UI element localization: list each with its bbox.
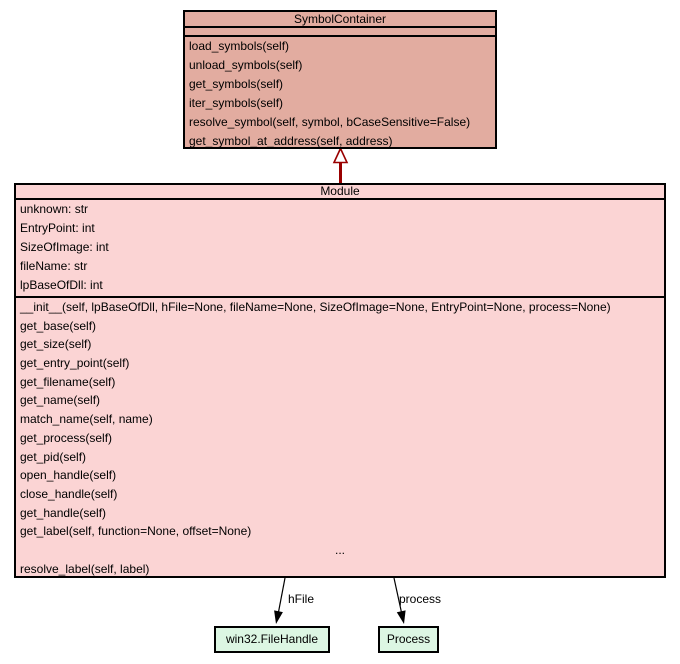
edge-label-hfile: hFile xyxy=(288,592,315,606)
member-line: get_filename(self) xyxy=(20,374,116,389)
member-line: __init__(self, lpBaseOfDll, hFile=None, … xyxy=(20,300,611,314)
member-line: ... xyxy=(334,542,345,557)
member-line: open_handle(self) xyxy=(20,468,117,483)
class-box-win32-filehandle[interactable]: win32.FileHandle xyxy=(214,626,330,653)
class-title-module[interactable]: Module xyxy=(16,185,664,200)
hfile-edge-line xyxy=(277,577,286,613)
member-line: load_symbols(self) xyxy=(189,39,290,53)
member-line: lpBaseOfDll: int xyxy=(20,278,103,292)
member-line: EntryPoint: int xyxy=(20,221,95,235)
member-line: get_process(self) xyxy=(20,430,113,445)
member-line: get_symbol_at_address(self, address) xyxy=(189,134,393,147)
class-title-process[interactable]: Process xyxy=(386,632,431,646)
member-line: SizeOfImage: int xyxy=(20,240,109,254)
class-title-win32-filehandle[interactable]: win32.FileHandle xyxy=(225,632,319,646)
edge-label-process: process xyxy=(399,592,442,606)
member-line: get_base(self) xyxy=(20,318,97,333)
member-line: get_entry_point(self) xyxy=(20,356,130,371)
member-line: get_pid(self) xyxy=(20,449,87,464)
member-line: match_name(self, name) xyxy=(20,412,153,427)
member-line: get_label(self, function=None, offset=No… xyxy=(20,524,252,539)
process-arrowhead-icon xyxy=(396,610,406,624)
member-line: unload_symbols(self) xyxy=(189,58,303,72)
methods-compartment-module: __init__(self, lpBaseOfDll, hFile=None, … xyxy=(16,298,664,576)
member-line: get_size(self) xyxy=(20,337,92,352)
member-line: unknown: str xyxy=(20,202,89,216)
inheritance-arrowhead-icon xyxy=(332,146,349,164)
hfile-arrowhead-icon xyxy=(274,610,283,624)
attributes-compartment-symbolcontainer xyxy=(185,28,495,37)
class-box-process[interactable]: Process xyxy=(378,626,439,653)
methods-compartment-symbolcontainer: load_symbols(self) unload_symbols(self)ge… xyxy=(185,37,495,147)
member-line: iter_symbols(self) xyxy=(189,96,284,110)
member-line: get_symbols(self) xyxy=(189,77,284,91)
member-line: resolve_label(self, label) xyxy=(20,561,150,576)
member-line: close_handle(self) xyxy=(20,486,118,501)
member-line: get_handle(self) xyxy=(20,505,107,520)
member-line: fileName: str xyxy=(20,259,88,273)
class-box-symbolcontainer[interactable]: SymbolContainer load_symbols(self)unload… xyxy=(183,10,497,149)
member-line: resolve_symbol(self, symbol, bCaseSensit… xyxy=(189,115,471,129)
member-line: get_name(self) xyxy=(20,393,101,408)
class-title-symbolcontainer[interactable]: SymbolContainer xyxy=(185,12,495,28)
